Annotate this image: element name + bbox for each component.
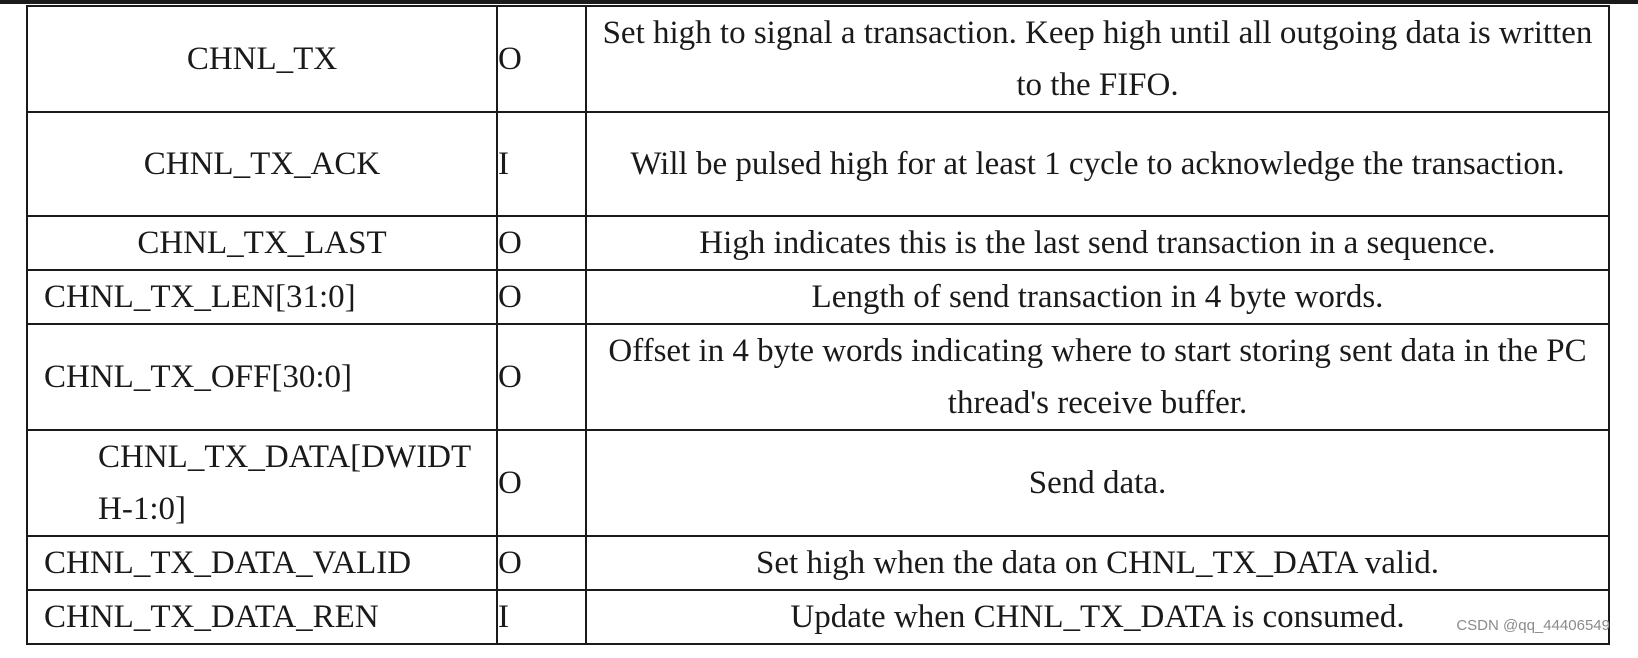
signal-name: CHNL_TX_DATA_VALID	[26, 535, 498, 591]
signal-direction: O	[496, 5, 587, 113]
table-row: CHNL_TX_ACK I Will be pulsed high for at…	[26, 111, 1610, 217]
signal-description: Offset in 4 byte words indicating where …	[585, 323, 1610, 431]
signal-direction: O	[496, 215, 587, 271]
table-row: CHNL_TX_LAST O High indicates this is th…	[26, 215, 1610, 271]
signal-direction: O	[496, 323, 587, 431]
signal-table: CHNL_TX O Set high to signal a transacti…	[26, 5, 1610, 645]
signal-direction: O	[496, 269, 587, 325]
table-row: CHNL_TX_OFF[30:0] O Offset in 4 byte wor…	[26, 323, 1610, 431]
signal-name: CHNL_TX_DATA[DWIDTH-1:0]	[26, 429, 498, 537]
signal-description: High indicates this is the last send tra…	[585, 215, 1610, 271]
top-rule	[0, 0, 1638, 4]
signal-name: CHNL_TX_LAST	[26, 215, 498, 271]
signal-description: Set high to signal a transaction. Keep h…	[585, 5, 1610, 113]
signal-name: CHNL_TX_OFF[30:0]	[26, 323, 498, 431]
watermark: CSDN @qq_44406549	[1456, 617, 1610, 634]
signal-description: Set high when the data on CHNL_TX_DATA v…	[585, 535, 1610, 591]
signal-direction: I	[496, 589, 587, 645]
signal-description: Update when CHNL_TX_DATA is consumed.	[585, 589, 1610, 645]
signal-name: CHNL_TX	[26, 5, 498, 113]
table-row: CHNL_TX_DATA_REN I Update when CHNL_TX_D…	[26, 589, 1610, 645]
signal-direction: O	[496, 429, 587, 537]
table-row: CHNL_TX_DATA[DWIDTH-1:0] O Send data.	[26, 429, 1610, 537]
signal-description: Will be pulsed high for at least 1 cycle…	[585, 111, 1610, 217]
table-row: CHNL_TX_DATA_VALID O Set high when the d…	[26, 535, 1610, 591]
signal-name: CHNL_TX_LEN[31:0]	[26, 269, 498, 325]
signal-description: Send data.	[585, 429, 1610, 537]
table-row: CHNL_TX_LEN[31:0] O Length of send trans…	[26, 269, 1610, 325]
signal-direction: I	[496, 111, 587, 217]
table-row: CHNL_TX O Set high to signal a transacti…	[26, 5, 1610, 113]
signal-name: CHNL_TX_ACK	[26, 111, 498, 217]
signal-direction: O	[496, 535, 587, 591]
signal-name: CHNL_TX_DATA_REN	[26, 589, 498, 645]
signal-description: Length of send transaction in 4 byte wor…	[585, 269, 1610, 325]
